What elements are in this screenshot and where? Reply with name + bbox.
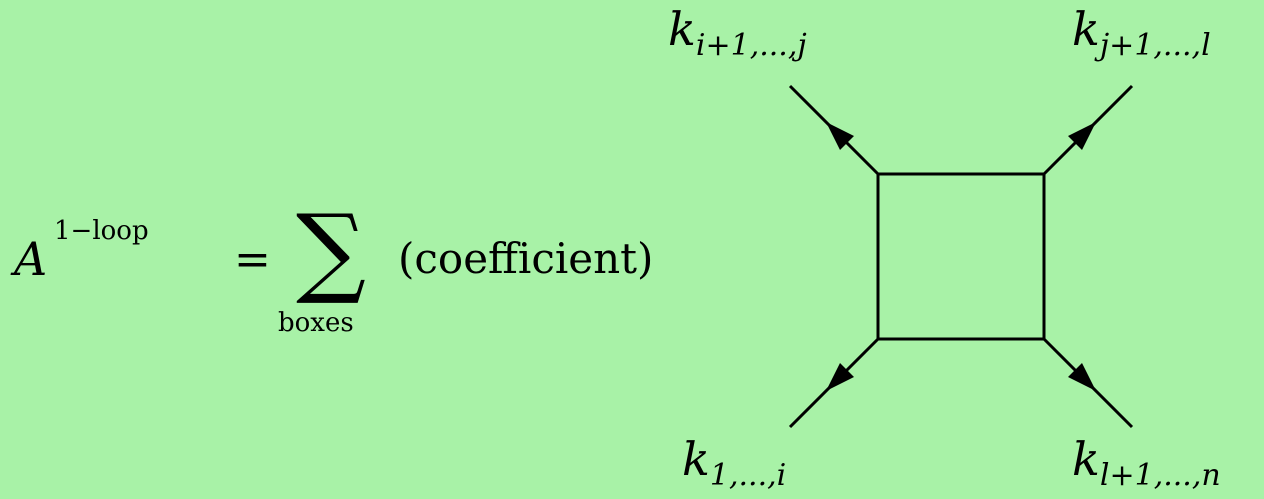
momentum-symbol: k [682, 432, 710, 486]
momentum-symbol: k [1072, 2, 1100, 56]
momentum-symbol: k [1072, 432, 1100, 486]
label-bottom-right: kl+1,...,n [1072, 432, 1221, 493]
summation-symbol: ∑ [296, 194, 366, 308]
loop-box [876, 172, 1046, 341]
arrow-bottom-right [1068, 363, 1096, 391]
summation-subscript: boxes [278, 308, 354, 338]
equals-sign: = [234, 234, 271, 285]
arrow-top-left [826, 122, 854, 150]
momentum-subscript: i+1,...,j [695, 28, 807, 63]
label-bottom-left: k1,...,i [682, 432, 786, 493]
momentum-symbol: k [668, 2, 696, 56]
arrow-bottom-left [826, 363, 854, 391]
momentum-subscript: l+1,...,n [1099, 458, 1221, 493]
amplitude-symbol: A [14, 232, 48, 286]
arrow-top-right [1068, 122, 1096, 150]
momentum-subscript: j+1,...,l [1099, 28, 1211, 63]
momentum-subscript: 1,...,i [709, 458, 787, 493]
loop-superscript: 1−loop [54, 216, 149, 246]
label-top-left: ki+1,...,j [668, 2, 807, 63]
label-top-right: kj+1,...,l [1072, 2, 1211, 63]
coefficient-term: (coefficient) [398, 234, 654, 283]
